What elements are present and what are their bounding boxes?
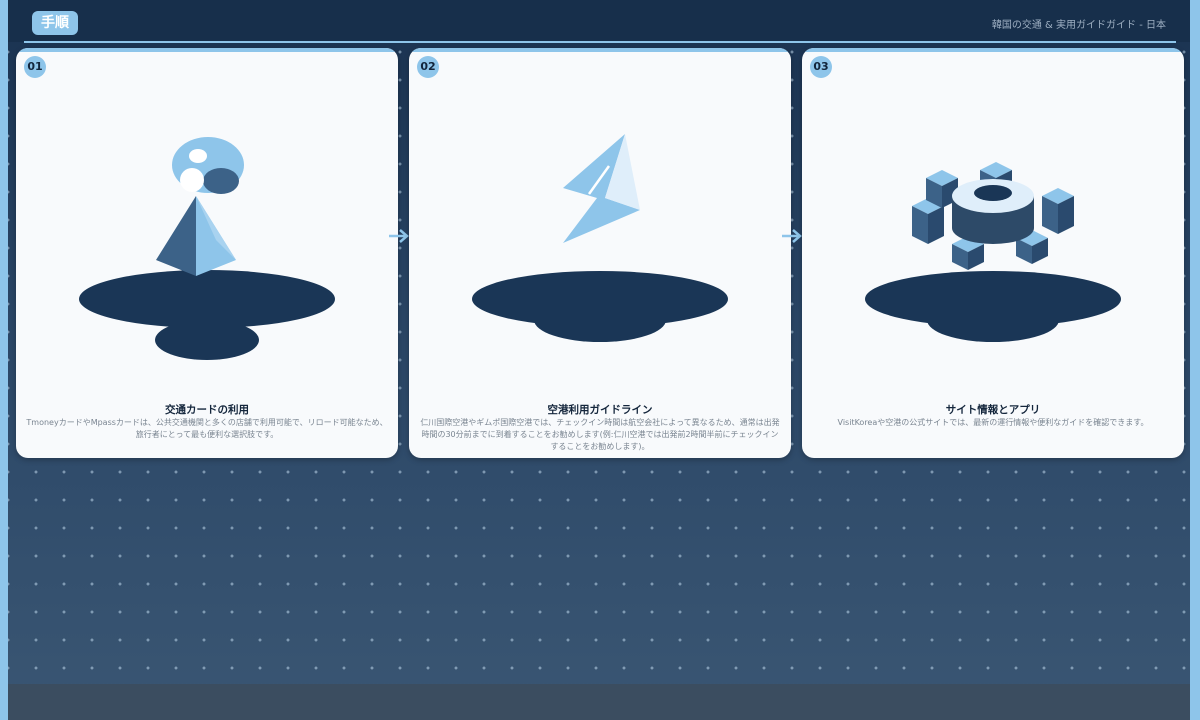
card-accent-strip bbox=[802, 48, 1184, 52]
arrow-right-icon bbox=[389, 227, 411, 245]
step-title: 空港利用ガイドライン bbox=[547, 404, 653, 416]
page-subtitle: 韓国の交通 & 実用ガイドガイド - 日本 bbox=[991, 20, 1166, 31]
header-bar: 手順 韓国の交通 & 実用ガイドガイド - 日本 bbox=[8, 0, 1190, 42]
gear-icon bbox=[865, 162, 1121, 342]
section-badge: 手順 bbox=[32, 11, 78, 35]
step-title: 交通カードの利用 bbox=[165, 404, 249, 416]
step-description: TmoneyカードやMpassカードは、公共交通機関と多くの店舗で利用可能で、リ… bbox=[26, 418, 388, 439]
left-accent-bar bbox=[0, 0, 8, 720]
step-description: VisitKoreaや空港の公式サイトでは、最新の運行情報や便利なガイドを確認で… bbox=[837, 418, 1149, 427]
step-description: 仁川国際空港やギムポ国際空港では、チェックイン時間は航空会社によって異なるため、… bbox=[420, 418, 780, 451]
step-number: 03 bbox=[810, 56, 832, 78]
footer-bar bbox=[8, 684, 1190, 720]
pyramid-sphere-icon bbox=[79, 137, 335, 360]
step-number: 02 bbox=[417, 56, 439, 78]
step-card-2: 02 空港利用ガイドライン 仁川国際空港やギムポ国際空港では、チェックイン時間は… bbox=[409, 48, 791, 458]
right-accent-bar bbox=[1190, 0, 1200, 720]
header-divider bbox=[24, 41, 1176, 43]
step-number: 01 bbox=[24, 56, 46, 78]
card-accent-strip bbox=[409, 48, 791, 52]
arrow-right-icon bbox=[782, 227, 804, 245]
step-card-3: 03 サイト情報とアプリ VisitKoreaや空港の公式サイトでは、最新の運行… bbox=[802, 48, 1184, 458]
step-title: サイト情報とアプリ bbox=[945, 404, 1041, 416]
step-card-1: 01 交通カードの利用 TmoneyカードやMpassカードは、公共交通機関と多… bbox=[16, 48, 398, 458]
card-accent-strip bbox=[16, 48, 398, 52]
lightning-icon bbox=[472, 134, 728, 342]
